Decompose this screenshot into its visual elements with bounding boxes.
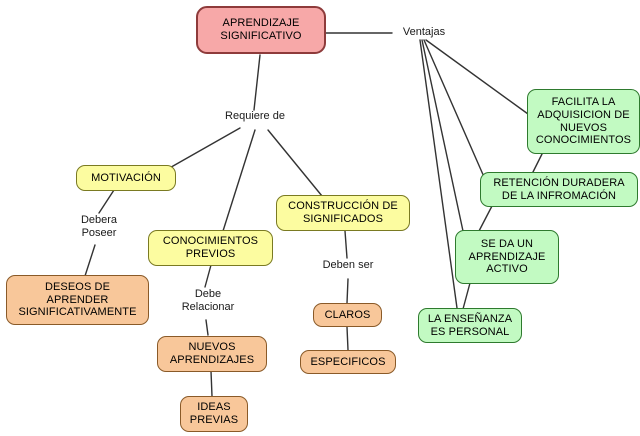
edge-ventajas-activo <box>421 39 464 232</box>
edge-label-debera-poseer: Debera Poseer <box>80 214 118 239</box>
edge-ventajas-ensenanza <box>419 39 458 309</box>
edge-motivacion-debera <box>98 189 115 214</box>
edge-construccion-deben <box>344 230 348 259</box>
edge-debera-deseos <box>84 244 96 277</box>
node-motivacion[interactable]: MOTIVACIÓN <box>76 165 176 191</box>
node-retencion-duradera[interactable]: RETENCIÓN DURADERA DE LA INFROMACIÓN <box>480 172 638 207</box>
edge-nuevos-ideas <box>210 370 213 397</box>
edge-root-requiere <box>253 54 261 111</box>
node-nuevos-aprendizajes[interactable]: NUEVOS APRENDIZAJES <box>157 336 267 372</box>
node-ideas-previas[interactable]: IDEAS PREVIAS <box>180 396 248 432</box>
edge-label-deben-ser: Deben ser <box>322 259 374 271</box>
edge-label-requiere-de: Requiere de <box>225 110 285 122</box>
edge-requiere-construccion <box>267 129 323 197</box>
edge-requiere-motivacion <box>165 127 241 171</box>
edge-retencion-activo <box>478 205 493 232</box>
node-facilita-adquisicion[interactable]: FACILITA LA ADQUISICION DE NUEVOS CONOCI… <box>527 89 640 154</box>
node-conocimientos-previos[interactable]: CONOCIMIENTOS PREVIOS <box>148 230 273 266</box>
node-aprendizaje-significativo[interactable]: APRENDIZAJE SIGNIFICATIVO <box>196 6 326 54</box>
edge-debe-nuevos <box>205 319 209 336</box>
edge-requiere-conocimientos <box>222 129 256 232</box>
node-deseos-de-aprender[interactable]: DESEOS DE APRENDER SIGNIFICATIVAMENTE <box>6 275 149 325</box>
edge-label-debe-relacionar: Debe Relacionar <box>181 288 235 313</box>
node-construccion-de-significados[interactable]: CONSTRUCCIÓN DE SIGNIFICADOS <box>276 195 410 231</box>
edge-conocimientos-debe <box>204 264 212 288</box>
edge-activo-ensenanza <box>462 282 471 310</box>
edge-ventajas-retencion <box>423 39 489 187</box>
edge-claros-especificos <box>346 326 349 351</box>
node-especificos[interactable]: ESPECIFICOS <box>300 350 396 374</box>
node-aprendizaje-activo[interactable]: SE DA UN APRENDIZAJE ACTIVO <box>455 230 559 284</box>
node-la-ensenanza-es-personal[interactable]: LA ENSEÑANZA ES PERSONAL <box>418 308 522 343</box>
edge-deben-claros <box>346 278 349 304</box>
edge-ventajas-facilita <box>425 39 529 115</box>
node-claros[interactable]: CLAROS <box>313 303 382 327</box>
edge-label-ventajas: Ventajas <box>402 26 446 38</box>
